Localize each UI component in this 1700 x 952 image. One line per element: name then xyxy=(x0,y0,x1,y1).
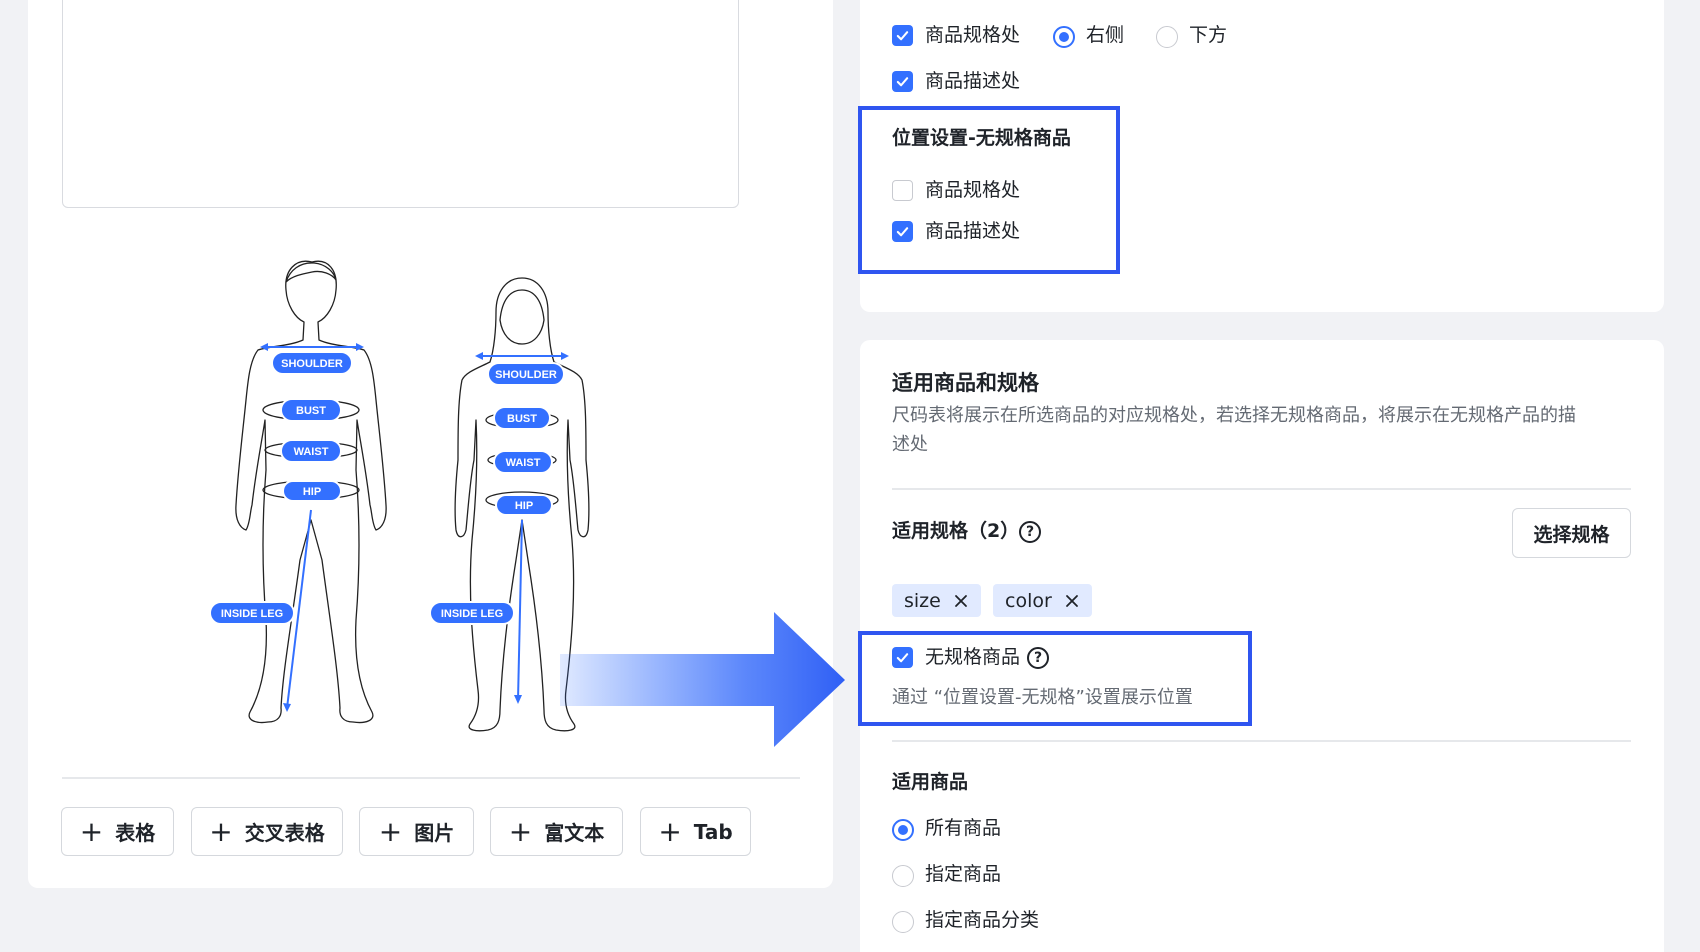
no-spec-goods-label: 无规格商品 xyxy=(925,646,1021,668)
specified-category-label: 指定商品分类 xyxy=(925,909,1040,931)
close-icon[interactable] xyxy=(953,593,969,609)
label-waist-woman: WAIST xyxy=(506,457,541,469)
section-divider xyxy=(892,740,1631,742)
label-hip-man: HIP xyxy=(303,486,321,498)
spec-tag-color: color xyxy=(993,584,1092,617)
position-settings-card xyxy=(860,0,1664,312)
arrow-right-icon xyxy=(560,612,845,747)
label-shoulder-man: SHOULDER xyxy=(281,358,343,370)
applicable-description-line1: 尺码表将展示在所选商品的对应规格处，若选择无规格商品，将展示在无规格产品的描 xyxy=(892,405,1576,426)
plus-icon: + xyxy=(79,814,104,848)
no-spec-goods-highlight xyxy=(858,631,1252,726)
label-waist-man: WAIST xyxy=(294,446,329,458)
add-cross-table-button[interactable]: +交叉表格 xyxy=(191,807,343,856)
plus-icon: + xyxy=(378,814,403,848)
spec-location-label: 商品规格处 xyxy=(925,24,1021,46)
add-rich-text-button[interactable]: +富文本 xyxy=(490,807,623,856)
no-spec-goods-checkbox[interactable] xyxy=(892,647,913,668)
specs-help-icon[interactable]: ? xyxy=(1019,521,1041,543)
select-specs-button[interactable]: 选择规格 xyxy=(1512,508,1631,558)
specified-goods-radio[interactable] xyxy=(892,865,914,887)
no-spec-spec-location-checkbox[interactable] xyxy=(892,180,913,201)
no-spec-position-highlight xyxy=(858,106,1120,274)
all-goods-radio[interactable] xyxy=(892,819,914,841)
applicable-section-title: 适用商品和规格 xyxy=(892,371,1039,395)
spec-tag-size: size xyxy=(892,584,981,617)
plus-icon: + xyxy=(508,814,533,848)
check-icon xyxy=(896,31,909,41)
label-bust-woman: BUST xyxy=(507,413,537,425)
right-position-radio[interactable] xyxy=(1053,26,1075,48)
label-shoulder-woman: SHOULDER xyxy=(495,369,557,381)
specified-goods-label: 指定商品 xyxy=(925,863,1002,885)
check-icon xyxy=(896,77,909,87)
right-position-label: 右侧 xyxy=(1086,24,1125,46)
desc-location-checkbox[interactable] xyxy=(892,71,913,92)
applicable-specs-label: 适用规格（2） xyxy=(892,520,1020,542)
below-position-radio[interactable] xyxy=(1156,26,1178,48)
close-icon[interactable] xyxy=(1064,593,1080,609)
check-icon xyxy=(896,227,909,237)
label-inside-leg-woman: INSIDE LEG xyxy=(441,608,503,620)
label-hip-woman: HIP xyxy=(515,500,533,512)
applicable-goods-title: 适用商品 xyxy=(892,771,969,793)
spec-location-checkbox[interactable] xyxy=(892,25,913,46)
check-icon xyxy=(896,653,909,663)
no-spec-desc-location-checkbox[interactable] xyxy=(892,221,913,242)
add-table-button[interactable]: +表格 xyxy=(61,807,174,856)
section-divider xyxy=(892,488,1631,490)
all-goods-label: 所有商品 xyxy=(925,817,1002,839)
label-bust-man: BUST xyxy=(296,405,326,417)
plus-icon: + xyxy=(658,814,682,848)
desc-location-label: 商品描述处 xyxy=(925,70,1021,92)
applicable-description-line2: 述处 xyxy=(892,434,928,455)
add-tab-button[interactable]: +Tab xyxy=(640,807,751,856)
no-spec-desc-location-label: 商品描述处 xyxy=(925,220,1021,242)
no-spec-goods-help-icon[interactable]: ? xyxy=(1027,647,1049,669)
specified-category-radio[interactable] xyxy=(892,911,914,933)
content-editor-area[interactable] xyxy=(62,0,739,208)
size-chart-figure-illustration: SHOULDER BUST WAIST HIP INSIDE LEG SHOUL… xyxy=(209,260,590,732)
label-inside-leg-man: INSIDE LEG xyxy=(221,608,283,620)
plus-icon: + xyxy=(209,814,233,848)
add-image-button[interactable]: +图片 xyxy=(359,807,474,856)
editor-divider xyxy=(62,777,800,779)
below-position-label: 下方 xyxy=(1189,24,1228,46)
no-spec-position-title: 位置设置-无规格商品 xyxy=(892,127,1071,149)
applicable-goods-card xyxy=(860,340,1664,952)
no-spec-goods-hint: 通过 “位置设置-无规格”设置展示位置 xyxy=(892,687,1193,708)
no-spec-spec-location-label: 商品规格处 xyxy=(925,179,1021,201)
